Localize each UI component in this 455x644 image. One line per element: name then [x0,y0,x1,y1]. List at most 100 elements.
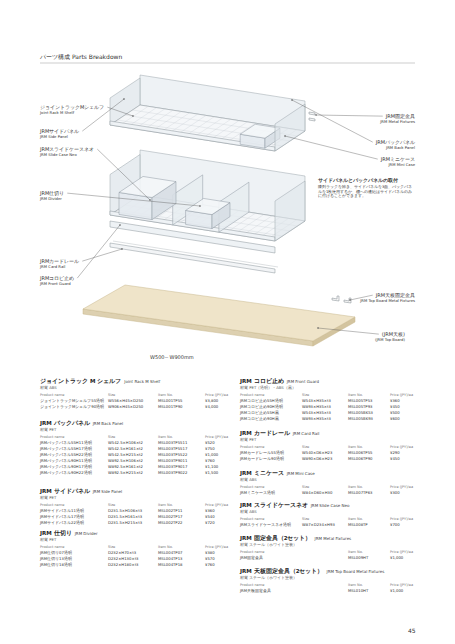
table-cell: MSL003TP9017 [158,465,187,470]
callout-label: 陳列ラックを除き、サイドパネルを3面、バックパネルを1枚使用するか、棚への連結は… [318,185,415,199]
callout-label: JRM仕切り [40,190,64,196]
section-heading-en: JRM Divider [75,531,98,536]
table-cell: MSL004TP18 [158,563,183,568]
table-cell: JRMバックパネル55H11透明 [40,441,92,446]
section-heading: JRM サイドパネル [40,488,90,495]
table-cell: W556×H45×D250 [108,399,143,404]
table-cell: JRMバックパネル55H17透明 [40,447,92,452]
table-cell: ¥760 [205,563,215,568]
table-cell: MSL002TP17 [158,515,183,520]
slide-case [186,198,230,214]
card-rail [110,243,275,273]
table-cell: JRMミニケース透明 [240,491,275,496]
table-cell: D231.5×H215×t3 [108,521,142,526]
table-cell: ¥3,800 [205,399,218,404]
table-header: Product name [40,503,64,507]
table-cell: MSL002TP22 [158,521,183,526]
leader-dot [315,114,317,116]
table-header: Product name [40,545,64,549]
callout-label: JRM Back Panel [386,146,415,151]
table-header: Item No. [348,583,363,587]
table-cell: ¥720 [205,521,215,526]
callout-label: JRMサイドパネル [40,128,79,134]
leader-dot [284,135,286,137]
table-cell: W87×D234×H93 [302,523,335,528]
page-heading: パーツ構成 Parts Breakdown [40,53,122,61]
table-header: Size [302,517,309,521]
table-cell: W906×H45×D250 [108,405,143,410]
table-cell: JRM仕切り18透明 [40,563,72,568]
leader-line [77,225,120,278]
table-cell: ジョイントラックMシェルフ90透明 [40,405,104,410]
table-cell: MSL005BK93 [348,417,373,422]
table-header: Item No. [348,550,363,554]
table-header: Item No. [158,393,173,397]
section-heading: JRM ミニケース [240,470,284,477]
table-header: Price (JPY)/ea [390,485,413,489]
lower-unit-side-panel [275,181,305,241]
table-cell: ¥450 [390,457,400,462]
table-header: Price (JPY)/ea [390,517,413,521]
callout-label: JRMバックパネル [376,139,415,145]
table-cell: W892.5×H106×t2 [108,459,143,464]
table-cell: W543×H35×t3 [302,411,331,416]
table-cell: ¥750 [205,447,215,452]
leader-dot [119,224,121,226]
table-cell: MSL006TP90 [348,457,373,462]
table-cell: ¥700 [390,523,400,528]
section-heading: ジョイントラック M シェルフ [40,378,121,385]
table-cell: ¥1,000 [390,589,403,594]
table-cell: W540×D6×H23 [302,451,332,456]
table-header: Price (JPY)/ea [390,583,413,587]
table-cell: W542.5×H106×t2 [108,441,143,446]
callout-label: JRM Top Board Metal Fixtures [360,299,415,304]
table-cell: MSL003TP5511 [158,441,187,446]
section-heading: JRM バックパネル [40,420,90,427]
table-cell: JRMバックパネル90H22透明 [40,471,92,476]
table-cell: JRMバックパネル90H17透明 [40,465,92,470]
callout-label: (JRM天板) [382,331,405,337]
table-cell: MSL006TP55 [348,451,373,456]
table-cell: JRM天板固定金具 [240,589,271,594]
section-heading-en: JRM Back Panel [93,421,123,426]
table-cell: ¥1,500 [205,471,218,476]
table-cell: MSL003TP5517 [158,447,187,452]
leader-dot [149,199,151,201]
table-header: Price (JPY)/ea [390,445,413,449]
table-header: Size [108,393,115,397]
table-cell: W542.5×H161×t2 [108,447,143,452]
table-cell: D232×H180×t3 [108,563,139,568]
upper-unit-shelf [110,105,305,151]
table-cell: JRMコロビ止め55H透明 [240,399,283,404]
table-cell: ¥4,000 [205,405,218,410]
table-cell: ¥500 [390,411,400,416]
table-header: Size [302,485,309,489]
table-header: Price (JPY)/ea [205,393,228,397]
callout-label: W500～W900mm [150,354,194,360]
table-cell: W84×D60×H30 [302,491,332,496]
table-cell: JRMカードレール90透明 [240,457,284,462]
material-note: 材質 ABS [40,386,57,391]
table-header: Product name [240,550,264,554]
table-cell: JRMサイドパネル11透明 [40,509,84,514]
material-note: 材質 PET [40,496,56,501]
table-header: Product name [40,393,64,397]
table-cell: MSL010HT [348,589,368,594]
page-number: 45 [408,627,416,635]
table-cell: JRM固定金具 [240,556,263,561]
metal-fixture [309,118,315,121]
table-cell: MSL007TP63 [348,491,373,496]
section-heading-en: JRM Card Rail [293,431,320,436]
table-cell: JRMコロビ止め55H黒 [240,411,279,416]
callout-label: JRM Slide Case Neo [40,153,77,158]
callout-label: JRMコロビ止め [40,275,74,281]
leader-dot [121,248,123,250]
table-cell: ¥290 [390,451,400,456]
section-heading: JRM 仕切り [40,530,72,537]
callout-label: JRMスライドケースネオ [40,146,94,152]
table-cell: MSL004TP13 [158,557,183,562]
leader-dot [132,115,134,117]
card-rail [113,241,278,267]
callout-label: JRM Front Guard [40,282,71,287]
leader-dot [123,98,125,100]
